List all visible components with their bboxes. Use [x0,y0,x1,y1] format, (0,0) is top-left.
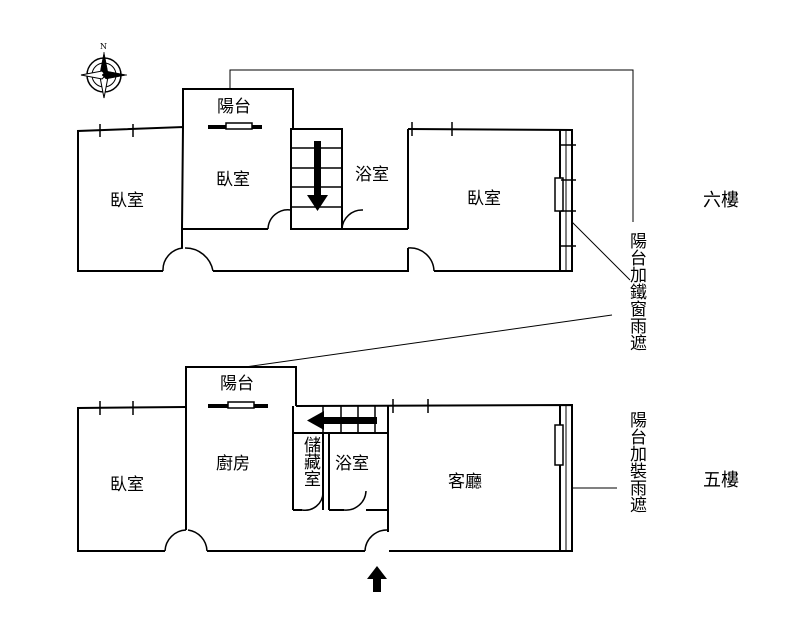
floor-label-6f: 六樓 [703,190,739,211]
compass-rose-icon [80,51,128,99]
stair-arrow-icon-sixth [307,141,328,211]
note-6f-balcony-iron-window: 陽台加鐵窗雨遮 [626,232,646,351]
room-label-balcony-6f: 陽台 [217,97,251,117]
room-label-bathroom-6f: 浴室 [355,165,389,185]
room-label-bedroom-5f: 臥室 [110,475,144,495]
room-label-bedroom-right-6f: 臥室 [467,189,501,209]
room-label-bathroom-5f: 浴室 [335,454,369,474]
sixth-floor-plan [77,88,576,272]
room-label-living-room-5f: 客廳 [448,472,482,492]
room-label-storage-5f: 儲藏室 [300,436,320,487]
room-label-bedroom-left-6f: 臥室 [110,191,144,211]
fifth-floor-plan [77,366,573,552]
stair-arrow-icon-fifth [307,411,377,430]
leader-lines [229,69,634,489]
room-label-kitchen-5f: 廚房 [216,454,250,474]
room-label-bedroom-mid-6f: 臥室 [216,170,250,190]
entrance-arrow-icon [367,566,387,592]
floor-label-5f: 五樓 [703,470,739,491]
note-5f-balcony-awning: 陽台加裝雨遮 [626,411,646,513]
north-label: N [100,42,107,51]
room-label-balcony-5f: 陽台 [220,374,254,394]
